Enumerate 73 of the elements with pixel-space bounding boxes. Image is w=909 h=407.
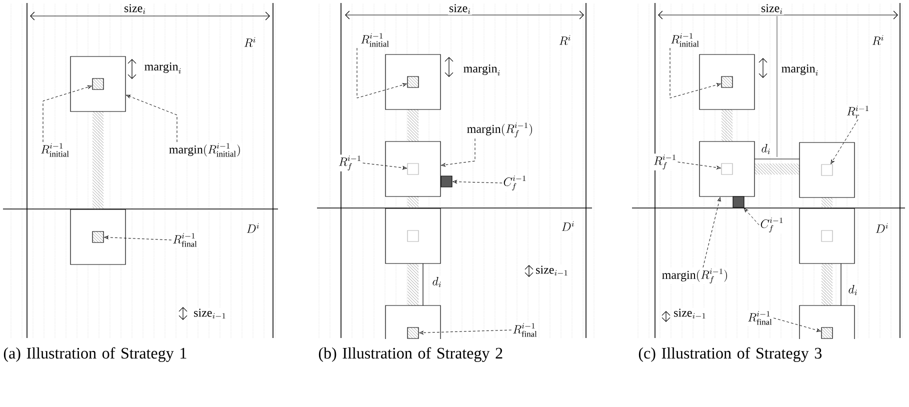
formula-label: $\mathrm{size}_{i-1}$ xyxy=(534,264,570,278)
formula-label: $D^{i}$ xyxy=(245,222,261,234)
formula-label: $d_{i}$ xyxy=(847,284,859,296)
leader-arrow xyxy=(126,94,178,142)
square-frame xyxy=(799,142,855,198)
square-frame xyxy=(70,209,126,265)
leader-arrow xyxy=(419,330,512,334)
formula-label: $R^{i-1}_{\mathrm{initial}}$ xyxy=(40,142,70,158)
formula-label: $C^{i-1}_{f}$ xyxy=(759,216,785,234)
faint-square xyxy=(821,230,833,242)
formula-label: $\mathrm{size}_{i-1}$ xyxy=(672,308,708,320)
square-frame xyxy=(385,141,441,197)
leader-arrow xyxy=(678,162,721,170)
formula-label: $\mathrm{margin}_{i}$ xyxy=(462,64,502,77)
leader-arrow xyxy=(104,236,172,240)
leader-arrow xyxy=(744,208,760,226)
caption: (a) Illustration of Strategy 1 xyxy=(4,347,186,362)
formula-label: $\mathrm{size}_{i-1}$ xyxy=(192,308,228,320)
formula-label: $\mathrm{margin}(R^{i-1}_{\mathrm{initial}})$ xyxy=(168,142,242,158)
formula-label: $\mathrm{margin}(R^{i-1}_{f})$ xyxy=(660,268,730,284)
formula-label: $d_{i}$ xyxy=(431,276,443,288)
formula-label: $R^{i}$ xyxy=(242,36,258,48)
square-frame xyxy=(385,208,441,264)
formula-label: $R^{i-1}_{f}$ xyxy=(652,154,678,170)
filled-square xyxy=(440,176,452,188)
formula-label: $d_{i}$ xyxy=(760,142,772,156)
leader-arrow xyxy=(670,48,721,98)
square-frame xyxy=(70,56,126,112)
leader-arrow xyxy=(356,48,407,98)
square-frame xyxy=(385,305,441,339)
caption: (b) Illustration of Strategy 2 xyxy=(318,347,502,362)
square-frame xyxy=(799,208,855,264)
hatched-square xyxy=(821,327,833,339)
leader-arrow xyxy=(42,85,92,142)
formula-label: $R^{i-1}_{\mathrm{final}}$ xyxy=(746,310,774,326)
caption: (c) Illustration of Strategy 3 xyxy=(638,347,822,362)
formula-label: $R^{i-1}_{\mathrm{final}}$ xyxy=(172,232,198,248)
formula-label: $R^{i-1}_{\mathrm{final}}$ xyxy=(512,322,538,338)
formula-label: $D^{i}$ xyxy=(560,220,576,232)
leader-arrow xyxy=(362,162,407,170)
leader-arrow xyxy=(441,138,476,167)
filled-square xyxy=(732,196,744,208)
hatched-square xyxy=(92,231,104,243)
square-frame xyxy=(385,54,441,110)
formula-label: $R^{i}$ xyxy=(870,34,886,46)
faint-square xyxy=(821,164,833,176)
hatched-square xyxy=(92,78,104,90)
leader-arrow xyxy=(702,197,721,268)
leader-arrow xyxy=(773,318,821,332)
formula-label: $R^{i}$ xyxy=(558,34,572,46)
square-frame xyxy=(699,141,755,197)
formula-label: $\mathrm{size}_{i}$ xyxy=(448,3,472,15)
formula-label: $R^{i-1}_{\mathrm{initial}}$ xyxy=(670,32,700,48)
faint-square xyxy=(407,163,419,175)
formula-label: $R^{i-1}_{\mathrm{initial}}$ xyxy=(360,32,390,48)
leader-arrow xyxy=(830,119,858,164)
square-frame xyxy=(699,54,755,110)
faint-square xyxy=(721,163,733,175)
formula-label: $D^{i}$ xyxy=(874,222,890,234)
formula-label: $R^{i-1}_{f}$ xyxy=(337,154,363,172)
formula-label: $\mathrm{size}_{i}$ xyxy=(122,3,148,15)
square-frame xyxy=(799,305,855,339)
leader-arrow xyxy=(452,180,502,184)
formula-label: $C^{i-1}_{f}$ xyxy=(502,174,528,192)
hatched-square xyxy=(407,327,419,339)
formula-label: $\mathrm{size}_{i}$ xyxy=(760,3,784,15)
hatched-square xyxy=(721,76,733,88)
formula-label: $\mathrm{margin}_{i}$ xyxy=(143,62,183,75)
formula-label: $\mathrm{margin}(R^{i-1}_{f})$ xyxy=(466,122,534,138)
formula-label: $R^{i-1}_{r}$ xyxy=(845,104,871,120)
formula-label: $\mathrm{margin}_{i}$ xyxy=(780,64,820,77)
hatched-square xyxy=(407,76,419,88)
faint-square xyxy=(407,230,419,242)
